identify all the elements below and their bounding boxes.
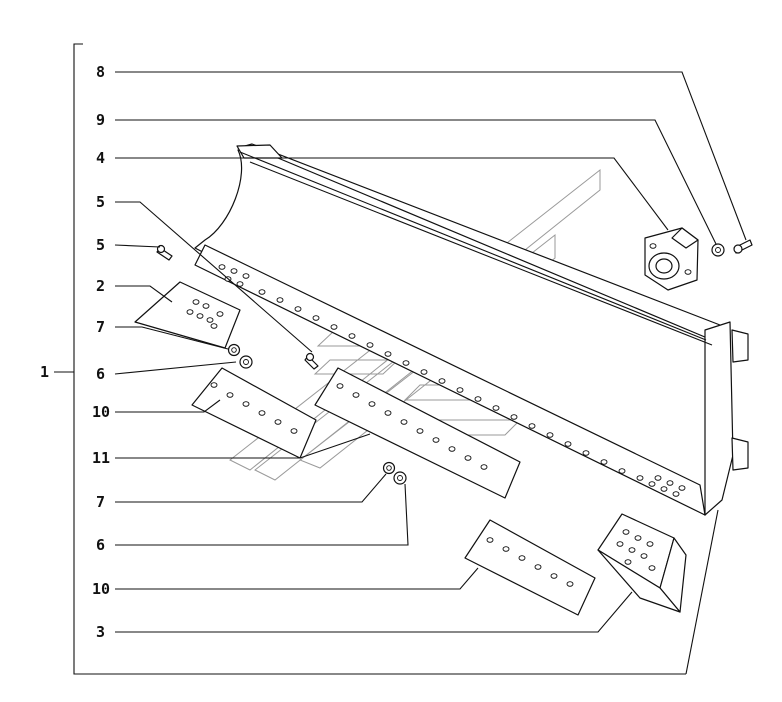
callout-11: 11 — [92, 449, 110, 467]
assembly-bracket — [73, 43, 686, 675]
callout-10-lower: 10 — [92, 580, 110, 598]
callout-9: 9 — [96, 111, 105, 129]
part-11-cutting-edge-middle — [314, 367, 521, 499]
callout-2: 2 — [96, 277, 105, 295]
callout-3: 3 — [96, 623, 105, 641]
part-6-nut-right — [393, 471, 407, 485]
callout-5-upper: 5 — [96, 193, 105, 211]
part-3-end-plate — [597, 513, 687, 613]
blade-right-end — [704, 321, 734, 516]
part-5-bolt-left — [156, 244, 173, 261]
callout-8: 8 — [96, 63, 105, 81]
part-8-bolt — [733, 239, 753, 254]
blade-left-end — [236, 144, 283, 159]
part-10-cutting-edge-left — [191, 367, 317, 459]
part-9-nut — [711, 243, 725, 257]
callout-6-upper: 6 — [96, 365, 105, 383]
leader-lines — [54, 71, 747, 675]
part-10-cutting-edge-right — [464, 519, 596, 616]
part-4-pivot-bracket — [644, 227, 699, 291]
part-7-washer-right — [382, 461, 396, 475]
blade-right-lug-lower — [731, 437, 749, 471]
callout-7-lower: 7 — [96, 493, 105, 511]
part-2-end-plate — [134, 281, 241, 349]
callout-5-lower: 5 — [96, 236, 105, 254]
callout-10-upper: 10 — [92, 403, 110, 421]
blade-right-lug-upper — [731, 329, 749, 363]
callout-6-lower: 6 — [96, 536, 105, 554]
callout-4: 4 — [96, 149, 105, 167]
callout-7-upper: 7 — [96, 318, 105, 336]
callout-1: 1 — [40, 363, 49, 381]
part-5-bolt-center — [304, 352, 319, 370]
part-7-washer-left — [227, 343, 241, 357]
part-6-nut-left — [239, 355, 253, 369]
blade-assembly — [194, 143, 749, 516]
